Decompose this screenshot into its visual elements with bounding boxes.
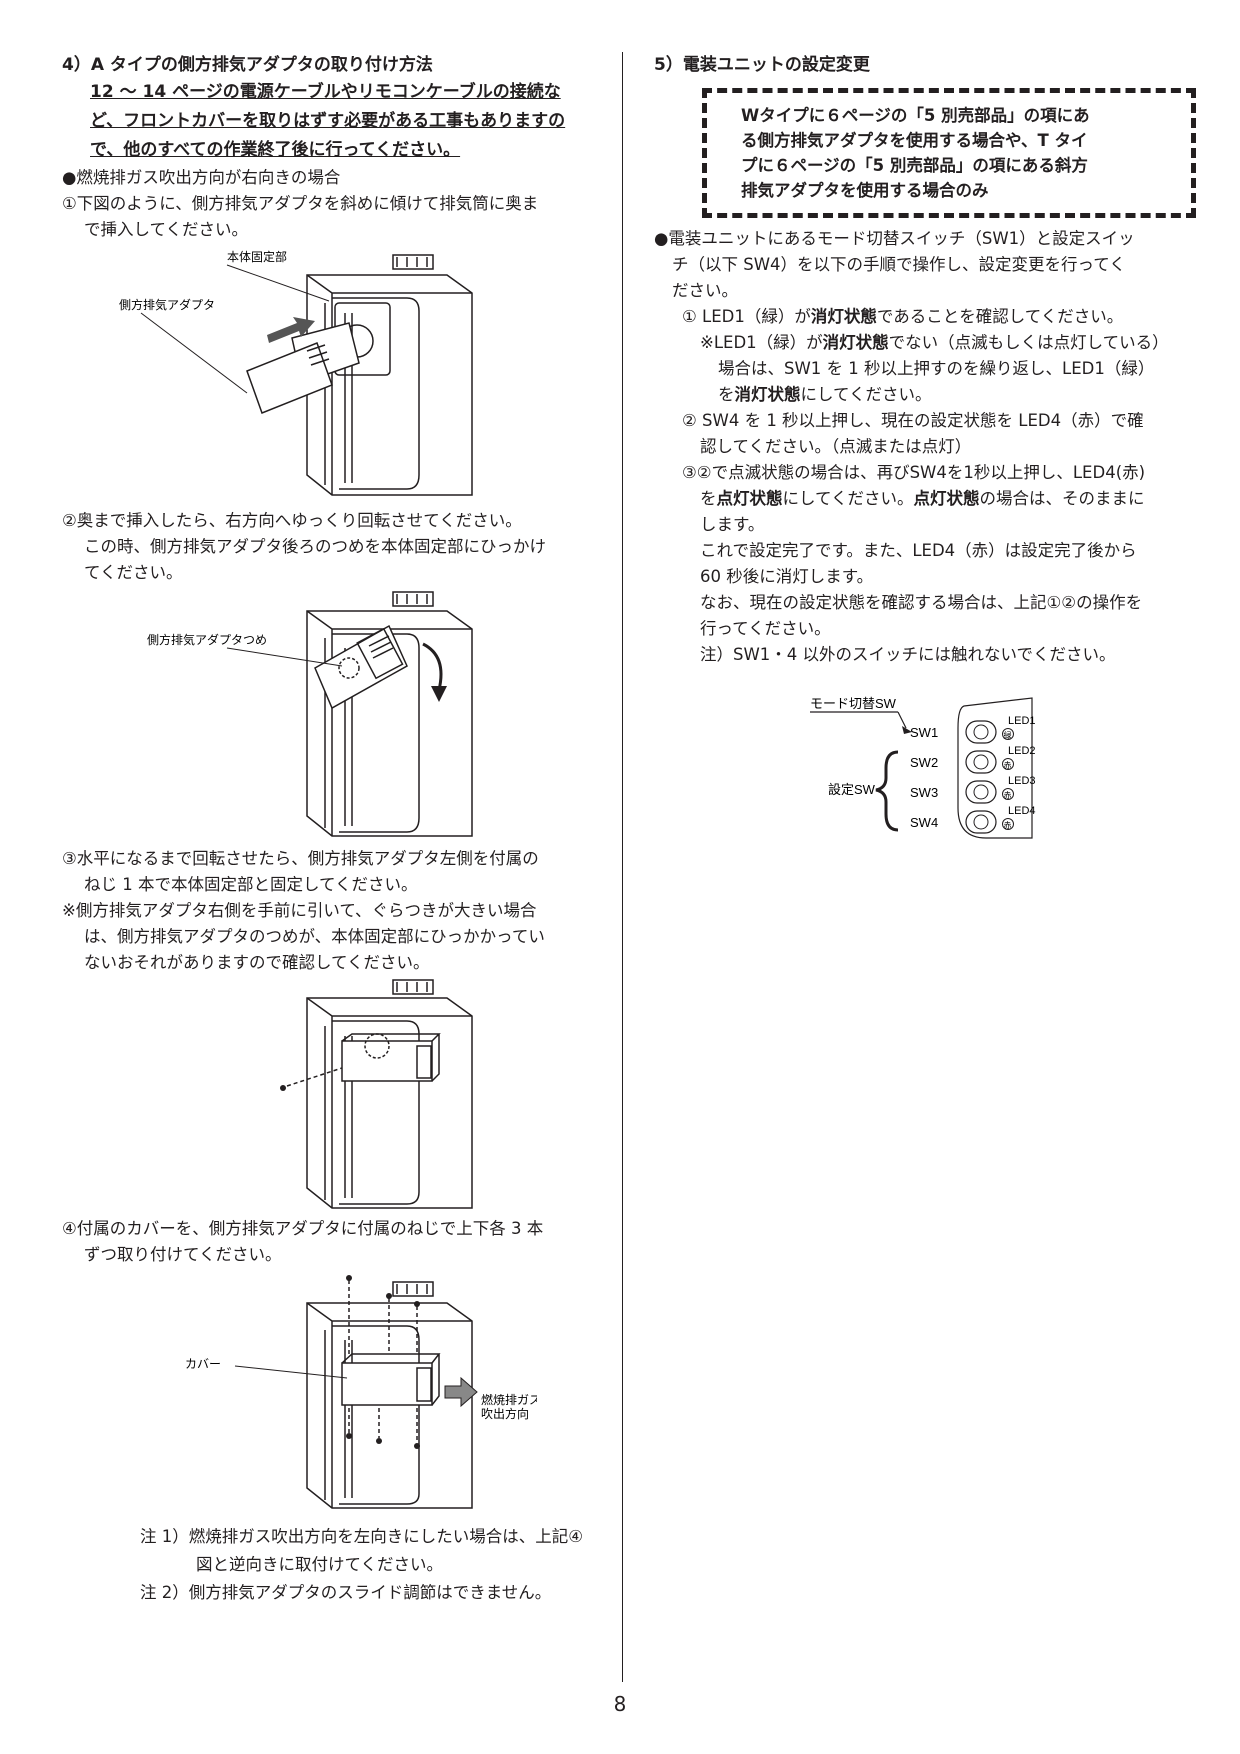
switch-label: SW1 <box>910 725 938 740</box>
note-1-line-1: 注 1）燃焼排ガス吹出方向を左向きにしたい場合は、上記④ <box>140 1527 584 1546</box>
step1-line-2: で挿入してください。 <box>84 220 249 239</box>
led-indicator <box>1002 788 1014 800</box>
step1-note3-c: にしてください。 <box>800 385 932 404</box>
done-line-2: 60 秒後に消灯します。 <box>700 567 874 586</box>
step3-e: の場合は、そのままに <box>979 489 1145 508</box>
label-side-adapter: 側方排気アダプタ <box>119 297 215 312</box>
switch-label: SW3 <box>910 785 938 800</box>
section-4: 4）A タイプの側方排気アダプタの取り付け方法 12 ～ 14 ページの電源ケー… <box>62 52 592 1607</box>
switch-label: SW2 <box>910 755 938 770</box>
step4-line-2: ずつ取り付けてください。 <box>84 1245 282 1264</box>
step1-bold: 消灯状態 <box>810 307 877 326</box>
switch-button <box>965 750 997 774</box>
step3-bold-2: 点灯状態 <box>913 489 980 508</box>
led-color-label: 赤 <box>1004 761 1012 770</box>
step2-line-2: 認してください。（点滅または点灯） <box>700 437 972 456</box>
step3-line-1: ③②で点滅状態の場合は、再びSW4を1秒以上押し、LED4(赤) <box>682 463 1146 482</box>
switch-label: SW4 <box>910 815 938 830</box>
led-color-label: 赤 <box>1004 821 1012 830</box>
note-1-line-2: 図と逆向きに取付けてください。 <box>196 1555 444 1574</box>
note-2: 注 2）側方排気アダプタのスライド調節はできません。 <box>140 1583 552 1602</box>
label-adapter-claw: 側方排気アダプタつめ <box>147 632 267 647</box>
switch-button <box>965 720 997 744</box>
switch-knob <box>973 724 989 740</box>
led-label: LED3 <box>1008 775 1036 787</box>
intro-line-1: ●電装ユニットにあるモード切替スイッチ（SW1）と設定スイッ <box>654 229 1135 248</box>
box-line-4: 排気アダプタを使用する場合のみ <box>741 181 989 200</box>
confirm-line-2: 行ってください。 <box>700 619 831 638</box>
step1-text-c: であることを確認してください。 <box>876 307 1124 326</box>
step3-line-2: を点灯状態にしてください。点灯状態の場合は、そのままに <box>654 486 1214 512</box>
intro-line-3: ださい。 <box>672 281 738 300</box>
section5-heading: 5）電装ユニットの設定変更 <box>654 55 870 75</box>
step3-c: にしてください。 <box>782 489 914 508</box>
switch-button <box>965 780 997 804</box>
figure-3-fix-screw <box>280 979 473 1209</box>
figure-2-rotate-adapter: 側方排気アダプタつめ <box>147 591 473 837</box>
led-label: LED4 <box>1008 805 1036 817</box>
bullet-right-direction: ●燃焼排ガス吹出方向が右向きの場合 <box>62 168 341 187</box>
step3-note-line-1: ※側方排気アダプタ右側を手前に引いて、ぐらつきが大きい場合 <box>62 901 537 920</box>
switch-knob <box>973 784 989 800</box>
step1: ① LED1（緑）が消灯状態であることを確認してください。 <box>654 304 1214 330</box>
step1-note-a: ※LED1（緑）が <box>700 333 823 352</box>
figure-1-insert-adapter: 本体固定部 側方排気アダプタ <box>119 249 473 496</box>
box-line-3: プに６ページの「5 別売部品」の項にある斜方 <box>741 156 1088 175</box>
intro-line-2: チ（以下 SW4）を以下の手順で操作し、設定変更を行ってく <box>672 255 1126 274</box>
led-label: LED2 <box>1008 745 1036 757</box>
label-fixed-part: 本体固定部 <box>227 249 287 264</box>
led-indicator <box>1002 728 1014 740</box>
step3-note-line-2: は、側方排気アダプタのつめが、本体固定部にひっかかってい <box>84 927 545 946</box>
step2-line-1: ②奥まで挿入したら、右方向へゆっくり回転させてください。 <box>62 511 522 530</box>
section4-heading: 4）A タイプの側方排気アダプタの取り付け方法 <box>62 55 433 75</box>
step3-a: を <box>700 489 717 508</box>
label-exhaust-1: 燃焼排ガス <box>481 1392 537 1407</box>
step1-note-line-3: を消灯状態にしてください。 <box>654 382 1214 408</box>
step1-text-a: ① LED1（緑）が <box>682 307 811 326</box>
switch-knob <box>973 814 989 830</box>
warning-line-1: 12 ～ 14 ページの電源ケーブルやリモコンケーブルの接続な <box>90 82 561 102</box>
step3-line-1: ③水平になるまで回転させたら、側方排気アダプタ左側を付属の <box>62 849 539 868</box>
warning-line-2: ど、フロントカバーを取りはずす必要がある工事もありますの <box>90 111 566 131</box>
switch-button <box>965 810 997 834</box>
box-line-2: る側方排気アダプタを使用する場合や、T タイ <box>741 131 1088 150</box>
step3-line-3: します。 <box>700 515 765 534</box>
step4-line-1: ④付属のカバーを、側方排気アダプタに付属のねじで上下各 3 本 <box>62 1219 544 1238</box>
section-5: 5）電装ユニットの設定変更 Wタイプに６ページの「5 別売部品」の項にあ る側方… <box>654 52 1214 863</box>
step1-note3-bold: 消灯状態 <box>734 385 801 404</box>
step2-line-3: てください。 <box>84 563 183 582</box>
led-label: LED1 <box>1008 715 1036 727</box>
step1-note-bold: 消灯状態 <box>822 333 889 352</box>
step1-note-line-2: 場合は、SW1 を 1 秒以上押すのを繰り返し、LED1（緑） <box>718 359 1155 378</box>
confirm-line-1: なお、現在の設定状態を確認する場合は、上記①②の操作を <box>700 593 1143 612</box>
led-indicator <box>1002 818 1014 830</box>
caution: 注）SW1・4 以外のスイッチには触れないでください。 <box>700 645 1116 664</box>
step3-bold-1: 点灯状態 <box>716 489 783 508</box>
led-indicator <box>1002 758 1014 770</box>
step1-note-c: でない（点滅もしくは点灯している） <box>888 333 1169 352</box>
step2-line-1: ② SW4 を 1 秒以上押し、現在の設定状態を LED4（赤）で確 <box>682 411 1144 430</box>
figure-4-attach-cover: カバー 燃焼排ガス 吹出方向 <box>185 1275 537 1509</box>
step3-note-line-3: ないおそれがありますので確認してください。 <box>84 953 430 972</box>
label-cover: カバー <box>185 1357 221 1371</box>
led-color-label: 赤 <box>1004 791 1012 800</box>
done-line-1: これで設定完了です。また、LED4（赤）は設定完了後から <box>700 541 1137 560</box>
step1-line-1: ①下図のように、側方排気アダプタを斜めに傾けて排気筒に奥ま <box>62 194 539 213</box>
page-number: 8 <box>613 1692 627 1716</box>
label-mode-sw: モード切替SW <box>810 696 897 711</box>
step1-note-line-1: ※LED1（緑）が消灯状態でない（点滅もしくは点灯している） <box>654 330 1214 356</box>
label-exhaust-2: 吹出方向 <box>481 1406 529 1421</box>
box-line-1: Wタイプに６ページの「5 別売部品」の項にあ <box>741 106 1090 125</box>
column-divider <box>622 52 623 1682</box>
step1-note3-a: を <box>718 385 735 404</box>
step2-line-2: この時、側方排気アダプタ後ろのつめを本体固定部にひっかけ <box>84 537 546 556</box>
step3-line-2: ねじ 1 本で本体固定部と固定してください。 <box>84 875 418 894</box>
condition-box: Wタイプに６ページの「5 別売部品」の項にあ る側方排気アダプタを使用する場合や… <box>702 88 1196 218</box>
warning-line-3: で、他のすべての作業終了後に行ってください。 <box>90 140 461 160</box>
led-color-label: 緑 <box>1004 730 1012 740</box>
switch-knob <box>973 754 989 770</box>
label-set-sw: 設定SW <box>828 782 876 797</box>
